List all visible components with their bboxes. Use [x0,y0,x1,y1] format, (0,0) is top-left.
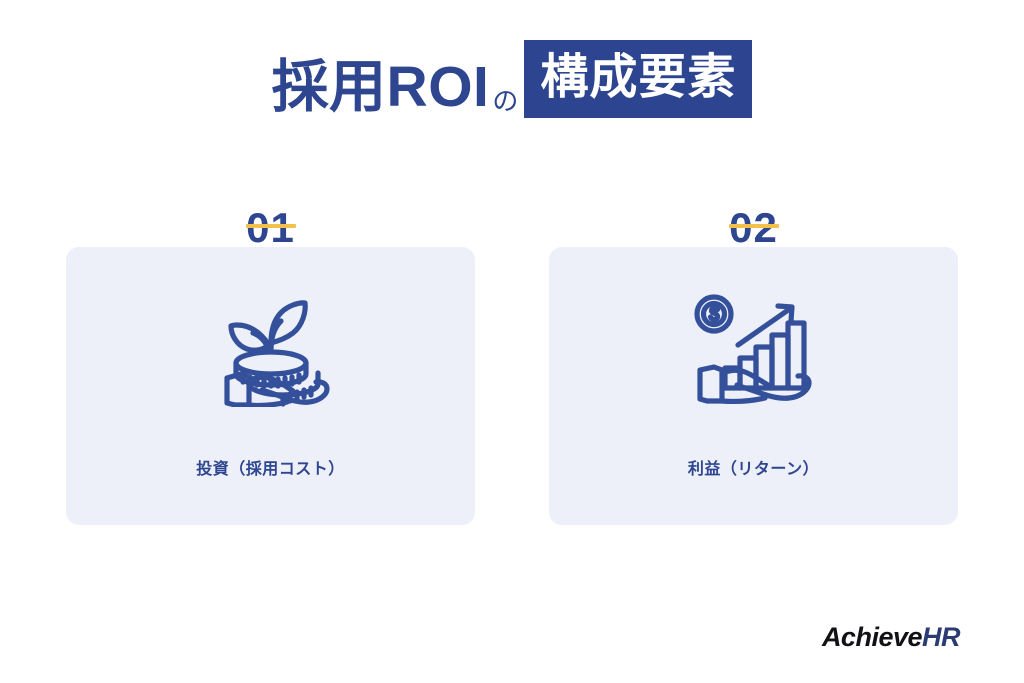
page-title: 採用ROI の 構成要素 [0,38,1024,118]
page-title-particle: の [492,86,519,116]
card-number: 01 [66,207,475,249]
hand-holding-coins-sprout-icon [66,289,475,407]
brand-logo: Achieve HR [821,622,961,653]
card-label: 投資（採用コスト） [196,461,345,478]
brand-logo-primary: Achieve [821,622,923,652]
card-number-underline [245,224,296,228]
component-card-02: 02 [549,207,958,525]
card-label: 利益（リターン） [687,461,820,478]
page-title-main: 採用ROI [271,55,490,119]
card-number-underline [728,224,779,228]
hand-holding-growth-chart-icon [549,289,958,407]
card-number: 02 [549,207,958,249]
page-title-highlight: 構成要素 [524,40,753,118]
component-card-01: 01 [66,207,475,525]
component-card-list: 01 [66,207,958,525]
brand-logo-secondary: HR [922,622,961,652]
